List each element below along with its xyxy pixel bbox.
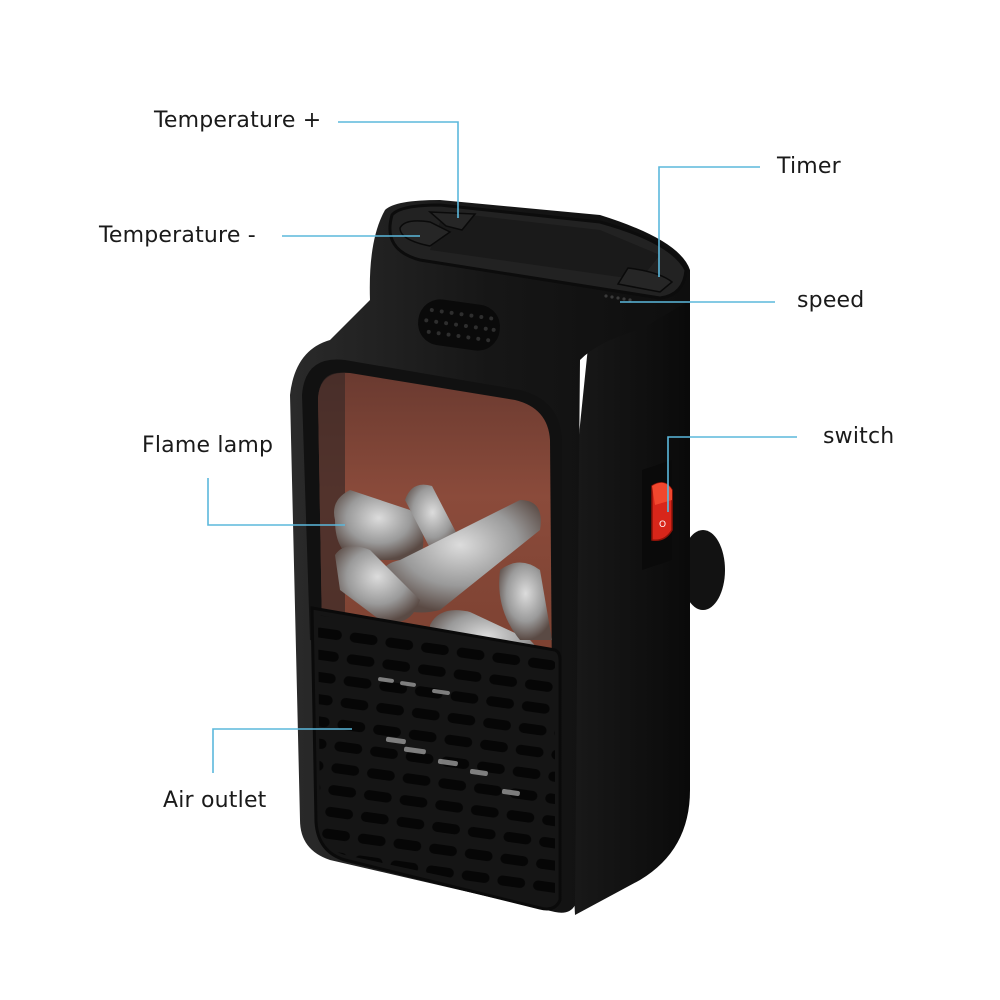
callout-line-temp-plus xyxy=(338,121,459,218)
plug-back xyxy=(681,530,725,610)
callout-line-switch xyxy=(667,436,797,512)
heating-element xyxy=(378,677,520,796)
display-area xyxy=(430,215,660,280)
callout-line-air-outlet xyxy=(212,728,352,773)
grille-holes xyxy=(424,308,496,343)
label-air-outlet: Air outlet xyxy=(163,788,267,813)
label-temperature-plus: Temperature + xyxy=(154,108,322,133)
speed-indicator-dots xyxy=(604,294,632,302)
label-speed: speed xyxy=(797,288,865,313)
callout-lines xyxy=(207,121,797,773)
label-flame-lamp: Flame lamp xyxy=(142,433,274,458)
vent-slots xyxy=(318,615,555,900)
callout-line-timer xyxy=(658,166,760,277)
label-timer: Timer xyxy=(777,154,841,179)
timer-button[interactable] xyxy=(616,267,674,293)
heater-side xyxy=(560,230,690,915)
switch-highlight xyxy=(652,482,672,505)
label-temperature-minus: Temperature - xyxy=(99,223,256,248)
temperature-plus-button[interactable] xyxy=(427,211,477,231)
callout-line-flame-lamp xyxy=(207,478,345,526)
label-switch: switch xyxy=(823,424,895,449)
switch-mark: O xyxy=(659,520,666,530)
